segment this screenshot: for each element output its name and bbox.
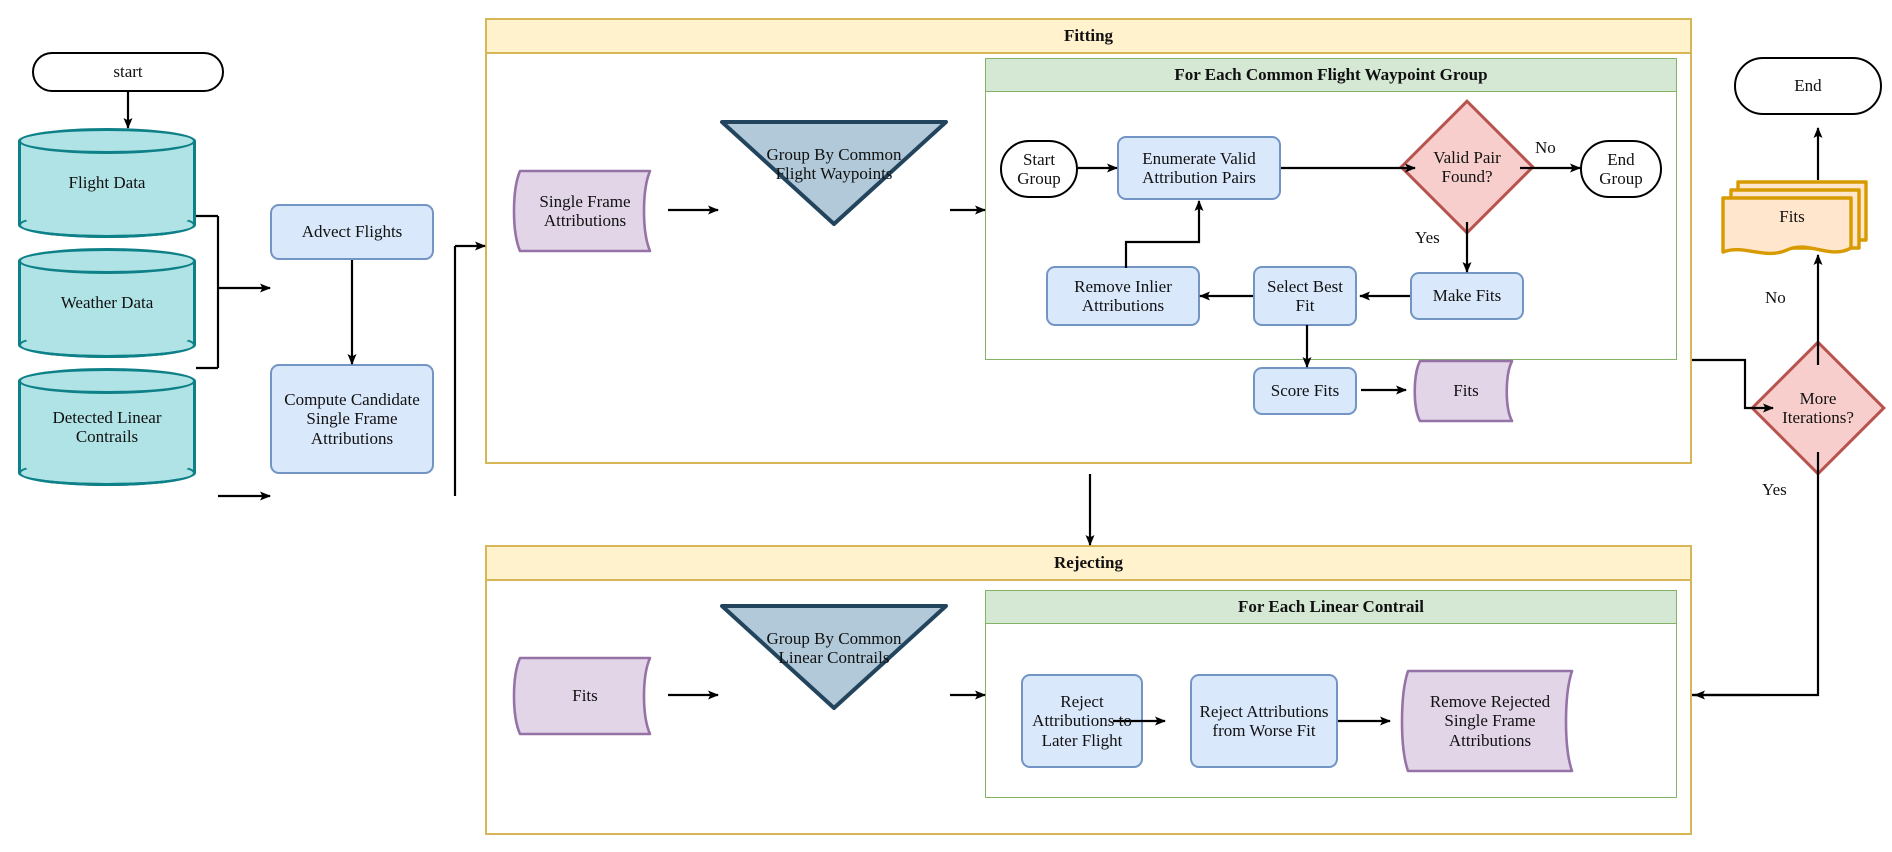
cylinder-bottom-arc: [18, 460, 196, 486]
node-reject-attributions-later-flight[interactable]: Reject Attributions to Later Flight: [1021, 674, 1143, 768]
container-fitting-title: Fitting: [1063, 26, 1114, 45]
tape-shape: [1413, 359, 1514, 423]
node-group-by-common-linear-contrails[interactable]: Group By Common Linear Contrails: [718, 602, 950, 712]
cylinder-bottom-arc: [18, 332, 196, 358]
node-score-fits[interactable]: Score Fits: [1253, 367, 1357, 415]
tape-shape: [512, 656, 652, 736]
node-valid-pair-found-decision[interactable]: Valid Pair Found?: [1399, 99, 1535, 235]
node-flight-data-label: Flight Data: [68, 173, 146, 193]
cylinder-body: [18, 141, 196, 225]
node-make-fits[interactable]: Make Fits: [1410, 272, 1524, 320]
node-reject-attributions-worse-fit[interactable]: Reject Attributions from Worse Fit: [1190, 674, 1338, 768]
node-make-fits-label: Make Fits: [1432, 286, 1502, 306]
node-enumerate-valid-attribution-pairs[interactable]: Enumerate Valid Attribution Pairs: [1117, 136, 1281, 200]
node-remove-inlier-attributions[interactable]: Remove Inlier Attributions: [1046, 266, 1200, 326]
edge-label-no-more-iterations: No: [1765, 288, 1786, 307]
node-advect-flights-label: Advect Flights: [301, 222, 403, 242]
node-score-fits-label: Score Fits: [1270, 381, 1340, 401]
container-rejecting-title: Rejecting: [1054, 553, 1123, 572]
node-end-label: End: [1794, 76, 1822, 96]
node-more-iterations-label: More Iterations?: [1782, 388, 1854, 427]
node-single-frame-attributions-label: Single Frame Attributions: [539, 191, 631, 230]
tape-shape: [512, 169, 652, 253]
node-reject-attributions-later-flight-label: Reject Attributions to Later Flight: [1032, 692, 1132, 750]
node-fits-multi-document-label: Fits: [1779, 207, 1805, 227]
cylinder-body: [18, 381, 196, 473]
cylinder-body: [18, 261, 196, 345]
container-for-each-linear-contrail-header: For Each Linear Contrail: [986, 591, 1676, 624]
triangle-shape: [720, 120, 948, 226]
node-weather-data[interactable]: Weather Data: [18, 248, 196, 358]
node-valid-pair-found-label: Valid Pair Found?: [1433, 147, 1501, 186]
container-rejecting-header: Rejecting: [487, 547, 1690, 581]
tape-shape: [1400, 669, 1574, 773]
node-group-by-common-flight-waypoints[interactable]: Group By Common Flight Waypoints: [718, 118, 950, 228]
node-end-group-label: End Group: [1599, 149, 1643, 188]
node-weather-data-label: Weather Data: [60, 293, 154, 313]
container-for-each-linear-contrail-title: For Each Linear Contrail: [1238, 597, 1424, 616]
cylinder-bottom-arc: [18, 212, 196, 238]
node-advect-flights[interactable]: Advect Flights: [270, 204, 434, 260]
node-enumerate-valid-attribution-pairs-label: Enumerate Valid Attribution Pairs: [1142, 148, 1256, 187]
node-group-by-common-flight-waypoints-label: Group By Common Flight Waypoints: [766, 144, 902, 183]
node-start[interactable]: start: [32, 52, 224, 92]
node-fits-store-fitting[interactable]: Fits: [1406, 358, 1526, 424]
node-compute-candidate-attributions[interactable]: Compute Candidate Single Frame Attributi…: [270, 364, 434, 474]
node-detected-linear-contrails[interactable]: Detected Linear Contrails: [18, 368, 196, 486]
node-select-best-fit[interactable]: Select Best Fit: [1253, 266, 1357, 326]
cylinder-top: [18, 368, 196, 394]
edge-label-no-valid-pair: No: [1535, 138, 1556, 157]
node-start-group-label: Start Group: [1017, 149, 1061, 188]
node-remove-rejected-attributions-label: Remove Rejected Single Frame Attribution…: [1429, 692, 1551, 750]
container-for-each-waypoint-group-title: For Each Common Flight Waypoint Group: [1174, 65, 1488, 84]
node-single-frame-attributions[interactable]: Single Frame Attributions: [502, 168, 668, 254]
multi-document-shape: [1721, 180, 1868, 256]
node-fits-store-rejecting[interactable]: Fits: [502, 655, 668, 737]
node-end-group[interactable]: End Group: [1580, 140, 1662, 198]
cylinder-top: [18, 128, 196, 154]
node-start-group[interactable]: Start Group: [1000, 140, 1078, 198]
node-group-by-common-linear-contrails-label: Group By Common Linear Contrails: [766, 628, 902, 667]
cylinder-top: [18, 248, 196, 274]
node-start-label: start: [113, 62, 143, 82]
node-end[interactable]: End: [1734, 57, 1882, 115]
node-flight-data[interactable]: Flight Data: [18, 128, 196, 238]
node-detected-linear-contrails-label: Detected Linear Contrails: [52, 407, 162, 446]
node-fits-multi-document[interactable]: Fits: [1718, 178, 1870, 260]
container-for-each-waypoint-group-header: For Each Common Flight Waypoint Group: [986, 59, 1676, 92]
container-fitting-header: Fitting: [487, 20, 1690, 54]
node-fits-store-fitting-label: Fits: [1453, 381, 1479, 401]
node-fits-store-rejecting-label: Fits: [572, 686, 598, 706]
node-more-iterations-decision[interactable]: More Iterations?: [1750, 340, 1886, 476]
edge-label-yes-valid-pair: Yes: [1415, 228, 1440, 247]
node-reject-attributions-worse-fit-label: Reject Attributions from Worse Fit: [1199, 701, 1329, 740]
node-compute-candidate-attributions-label: Compute Candidate Single Frame Attributi…: [284, 390, 420, 448]
edge-label-yes-more-iterations: Yes: [1762, 480, 1787, 499]
node-select-best-fit-label: Select Best Fit: [1266, 276, 1343, 315]
node-remove-rejected-attributions[interactable]: Remove Rejected Single Frame Attribution…: [1390, 668, 1590, 774]
node-remove-inlier-attributions-label: Remove Inlier Attributions: [1074, 276, 1172, 315]
triangle-shape: [720, 604, 948, 710]
